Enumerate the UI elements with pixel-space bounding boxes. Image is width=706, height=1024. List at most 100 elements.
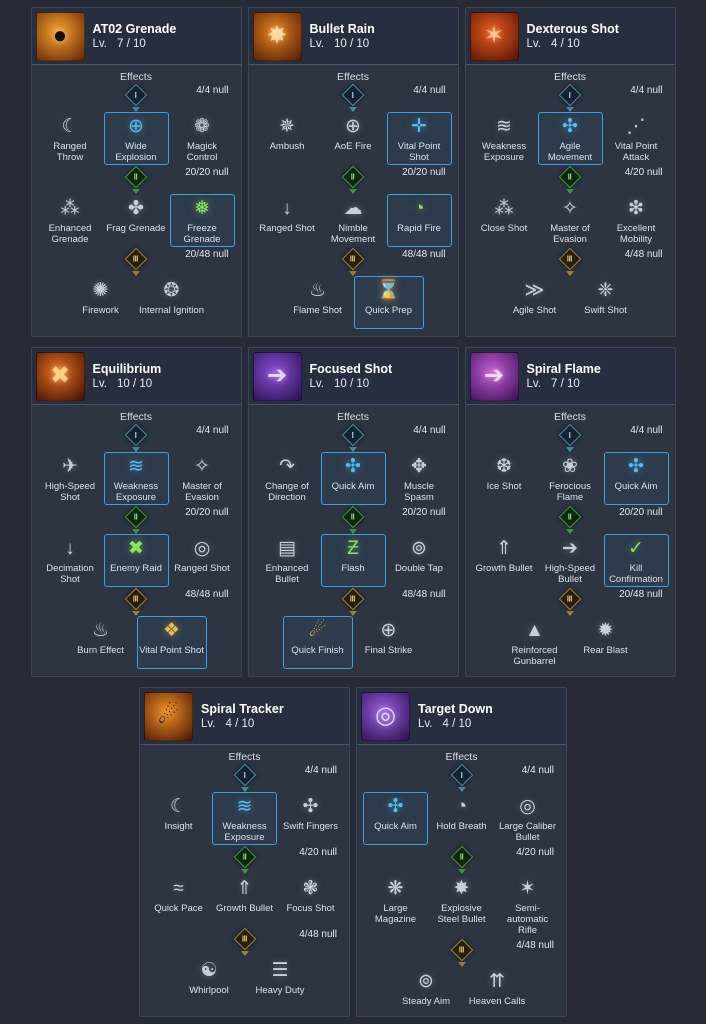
tripod-item[interactable]: ✧ Master of Evasion: [538, 194, 603, 247]
tier-points-count: 4/4 null: [630, 425, 663, 436]
tripod-label: Swift Fingers: [283, 821, 338, 832]
skill-level: Lv.4 / 10: [201, 718, 284, 730]
tripod-item[interactable]: ❖ Vital Point Shot: [136, 616, 207, 669]
tripod-item[interactable]: ☄ Quick Finish: [282, 616, 353, 669]
skill-card-header: ➔ Spiral Flame Lv.7 / 10: [465, 348, 675, 405]
effects-label: Effects: [228, 751, 261, 763]
tripod-item[interactable]: ✣ Quick Aim: [363, 792, 428, 845]
skill-card: ✶ Dexterous Shot Lv.4 / 10 Effects I 4/4…: [464, 7, 676, 337]
level-value: 10 / 10: [117, 378, 153, 390]
tripod-row: ▤ Enhanced Bullet Ƶ Flash ⊚ Double Tap: [255, 534, 452, 587]
tripod-item[interactable]: ≈ Quick Pace: [146, 874, 211, 927]
tripod-item[interactable]: ✓ Kill Confirmation: [603, 534, 669, 587]
skill-card: ✖ Equilibrium Lv.10 / 10 Effects I 4/4 n…: [30, 347, 242, 677]
tripod-item[interactable]: ≋ Weakness Exposure: [103, 452, 169, 505]
tripod-item[interactable]: ☾ Ranged Throw: [38, 112, 103, 165]
tripod-item[interactable]: ◔ Hold Breath: [429, 792, 494, 845]
curve-arrow-icon: ↷: [279, 456, 295, 477]
tripod-item[interactable]: ▤ Enhanced Bullet: [255, 534, 320, 587]
tripod-item[interactable]: ◎ Ranged Shot: [170, 534, 235, 587]
skill-card-body: Effects I 4/4 null ✣ Quick Aim ◔ Hold Br…: [357, 745, 566, 1016]
tripod-label: Master of Evasion: [550, 223, 590, 245]
skill-card: ◎ Target Down Lv.4 / 10 Effects I 4/4 nu…: [356, 687, 567, 1017]
tripod-item[interactable]: ⇑ Growth Bullet: [212, 874, 277, 927]
tripod-item[interactable]: ❈ Swift Shot: [571, 276, 641, 329]
tier-list: I 4/4 null ✈ High-Speed Shot ≋ Weakness …: [38, 423, 235, 669]
tier-arrow-icon: [132, 107, 140, 112]
skill-card-body: Effects I 4/4 null ✈ High-Speed Shot ≋ W…: [32, 405, 241, 676]
tripod-row: ⇑ Growth Bullet ➔ High-Speed Bullet ✓ Ki…: [472, 534, 669, 587]
tripod-item[interactable]: ❋ Large Magazine: [363, 874, 428, 938]
tripod-item[interactable]: ➔ High-Speed Bullet: [538, 534, 603, 587]
tripod-item[interactable]: ≋ Weakness Exposure: [472, 112, 537, 165]
tripod-item[interactable]: ⋰ Vital Point Attack: [604, 112, 669, 165]
tripod-item[interactable]: Ƶ Flash: [320, 534, 386, 587]
tripod-item[interactable]: ✤ Frag Grenade: [104, 194, 169, 247]
tripod-item[interactable]: ❇ Excellent Mobility: [604, 194, 669, 247]
tripod-item[interactable]: ✈ High-Speed Shot: [38, 452, 103, 505]
tripod-item[interactable]: ✧ Master of Evasion: [170, 452, 235, 505]
tripod-item[interactable]: ⊚ Double Tap: [387, 534, 452, 587]
tripod-item[interactable]: ❀ Ferocious Flame: [538, 452, 603, 505]
tripod-item[interactable]: ✣ Swift Fingers: [278, 792, 343, 845]
tripod-item[interactable]: ☾ Insight: [146, 792, 211, 845]
tripod-item[interactable]: ✣ Quick Aim: [320, 452, 386, 505]
tripod-item[interactable]: ✺ Firework: [66, 276, 136, 329]
tripod-item[interactable]: ≋ Weakness Exposure: [212, 792, 277, 845]
tripod-item[interactable]: ⌛ Quick Prep: [353, 276, 424, 329]
tripod-item[interactable]: ↓ Decimation Shot: [38, 534, 103, 587]
tripod-item[interactable]: ✥ Muscle Spasm: [387, 452, 452, 505]
tripod-label: Muscle Spasm: [403, 481, 435, 503]
tripod-item[interactable]: ♨ Flame Shot: [283, 276, 353, 329]
tripod-item[interactable]: ⊕ Wide Explosion: [103, 112, 169, 165]
tripod-item[interactable]: ❁ Magick Control: [170, 112, 235, 165]
tripod-item[interactable]: ↷ Change of Direction: [255, 452, 320, 505]
tripod-item[interactable]: ↓ Ranged Shot: [255, 194, 320, 247]
tripod-item[interactable]: ✹ Rear Blast: [571, 616, 641, 669]
tier-diamond: II: [233, 845, 256, 874]
tripod-item[interactable]: ❃ Focus Shot: [278, 874, 343, 927]
tripod-item[interactable]: ☯ Whirlpool: [174, 956, 244, 1009]
tripod-item[interactable]: ⊕ Final Strike: [354, 616, 424, 669]
tier-diamond: III: [124, 247, 148, 276]
leap-icon: ❇: [628, 198, 644, 219]
tripod-label: Nimble Movement: [330, 223, 376, 245]
flame-tree-icon: ❀: [562, 456, 578, 477]
tripod-item[interactable]: ✣ Quick Aim: [603, 452, 669, 505]
tripod-item[interactable]: ❆ Ice Shot: [472, 452, 537, 505]
tripod-item[interactable]: ♨ Burn Effect: [66, 616, 136, 669]
swallow-aim-icon: ✣: [387, 796, 404, 817]
tripod-item[interactable]: ≫ Agile Shot: [500, 276, 570, 329]
tripod-row: ❆ Ice Shot ❀ Ferocious Flame ✣ Quick Aim: [472, 452, 669, 505]
tripod-item[interactable]: ✛ Vital Point Shot: [386, 112, 452, 165]
tier-section: III 4/48 null ⊚ Steady Aim ⇈ Heaven Call…: [363, 938, 560, 1016]
tier-section: I 4/4 null ❆ Ice Shot ❀ Ferocious Flame …: [472, 423, 669, 505]
tripod-item[interactable]: ✖ Enemy Raid: [103, 534, 169, 587]
skill-level: Lv.10 / 10: [310, 378, 393, 390]
tripod-item[interactable]: ✶ Semi-automatic Rifle: [495, 874, 560, 938]
tripod-item[interactable]: ⁂ Enhanced Grenade: [38, 194, 103, 247]
tripod-item[interactable]: ☁ Nimble Movement: [321, 194, 386, 247]
tier-arrow-icon: [240, 951, 249, 956]
tripod-item[interactable]: ❅ Freeze Grenade: [169, 194, 235, 247]
focused-shot-skill-icon: ➔: [252, 351, 302, 401]
tier-list: I 4/4 null ✣ Quick Aim ◔ Hold Breath ◎ L…: [363, 763, 560, 1016]
tripod-item[interactable]: ❂ Internal Ignition: [137, 276, 207, 329]
tripod-item[interactable]: ☰ Heavy Duty: [245, 956, 315, 1009]
tripod-item[interactable]: ⇑ Growth Bullet: [472, 534, 537, 587]
tripod-item[interactable]: ⇈ Heaven Calls: [462, 967, 532, 1016]
tier-section: II 20/20 null ⁂ Enhanced Grenade ✤ Frag …: [38, 165, 235, 247]
tripod-item[interactable]: ✸ Explosive Steel Bullet: [429, 874, 494, 938]
tripod-item[interactable]: ✵ Ambush: [255, 112, 320, 165]
tripod-item[interactable]: ▲ Reinforced Gunbarrel: [500, 616, 570, 669]
tripod-label: Whirlpool: [189, 985, 229, 996]
tripod-item[interactable]: ◔ Rapid Fire: [386, 194, 452, 247]
tripod-item[interactable]: ⁂ Close Shot: [472, 194, 537, 247]
tripod-item[interactable]: ✣ Agile Movement: [537, 112, 603, 165]
tier-points-count: 4/48 null: [624, 249, 663, 260]
tripod-item[interactable]: ◎ Large Caliber Bullet: [495, 792, 560, 845]
claw-icon: ≋: [496, 116, 512, 137]
tripod-item[interactable]: ⊕ AoE Fire: [321, 112, 386, 165]
tripod-item[interactable]: ⊚ Steady Aim: [391, 967, 461, 1016]
tripod-label: Double Tap: [395, 563, 443, 574]
